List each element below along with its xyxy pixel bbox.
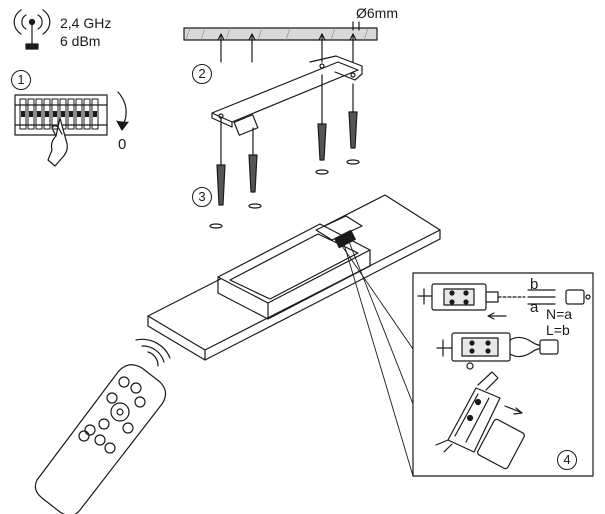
connector-mounted-icon — [435, 371, 525, 470]
screw-icon — [209, 74, 360, 229]
wire-a-label: a — [530, 299, 539, 316]
neutral-equals-label: N=a — [546, 306, 573, 322]
step-2-badge: 2 — [192, 64, 212, 84]
connector-joined-icon — [436, 332, 559, 370]
step-1-badge: 1 — [11, 70, 31, 90]
step-3-badge: 3 — [192, 187, 212, 207]
frequency-label: 2,4 GHz — [60, 15, 112, 31]
hand-icon — [47, 117, 68, 167]
wire-b-label: b — [530, 276, 539, 293]
step-4-badge: 4 — [557, 450, 577, 470]
signal-waves-icon — [135, 338, 171, 367]
led-panel — [147, 194, 441, 361]
switch-off-arrow — [116, 91, 129, 131]
hole-diameter-label: Ø6mm — [356, 5, 398, 21]
ceiling — [183, 21, 378, 63]
antenna-icon — [13, 9, 51, 50]
power-label: 6 dBm — [60, 33, 101, 49]
remote-control-icon[interactable] — [34, 364, 167, 514]
live-equals-label: L=b — [546, 322, 570, 338]
connector-icon — [417, 283, 591, 320]
mounting-bracket — [211, 55, 363, 136]
switch-off-label: 0 — [118, 136, 127, 153]
zoom-lines — [339, 238, 414, 477]
